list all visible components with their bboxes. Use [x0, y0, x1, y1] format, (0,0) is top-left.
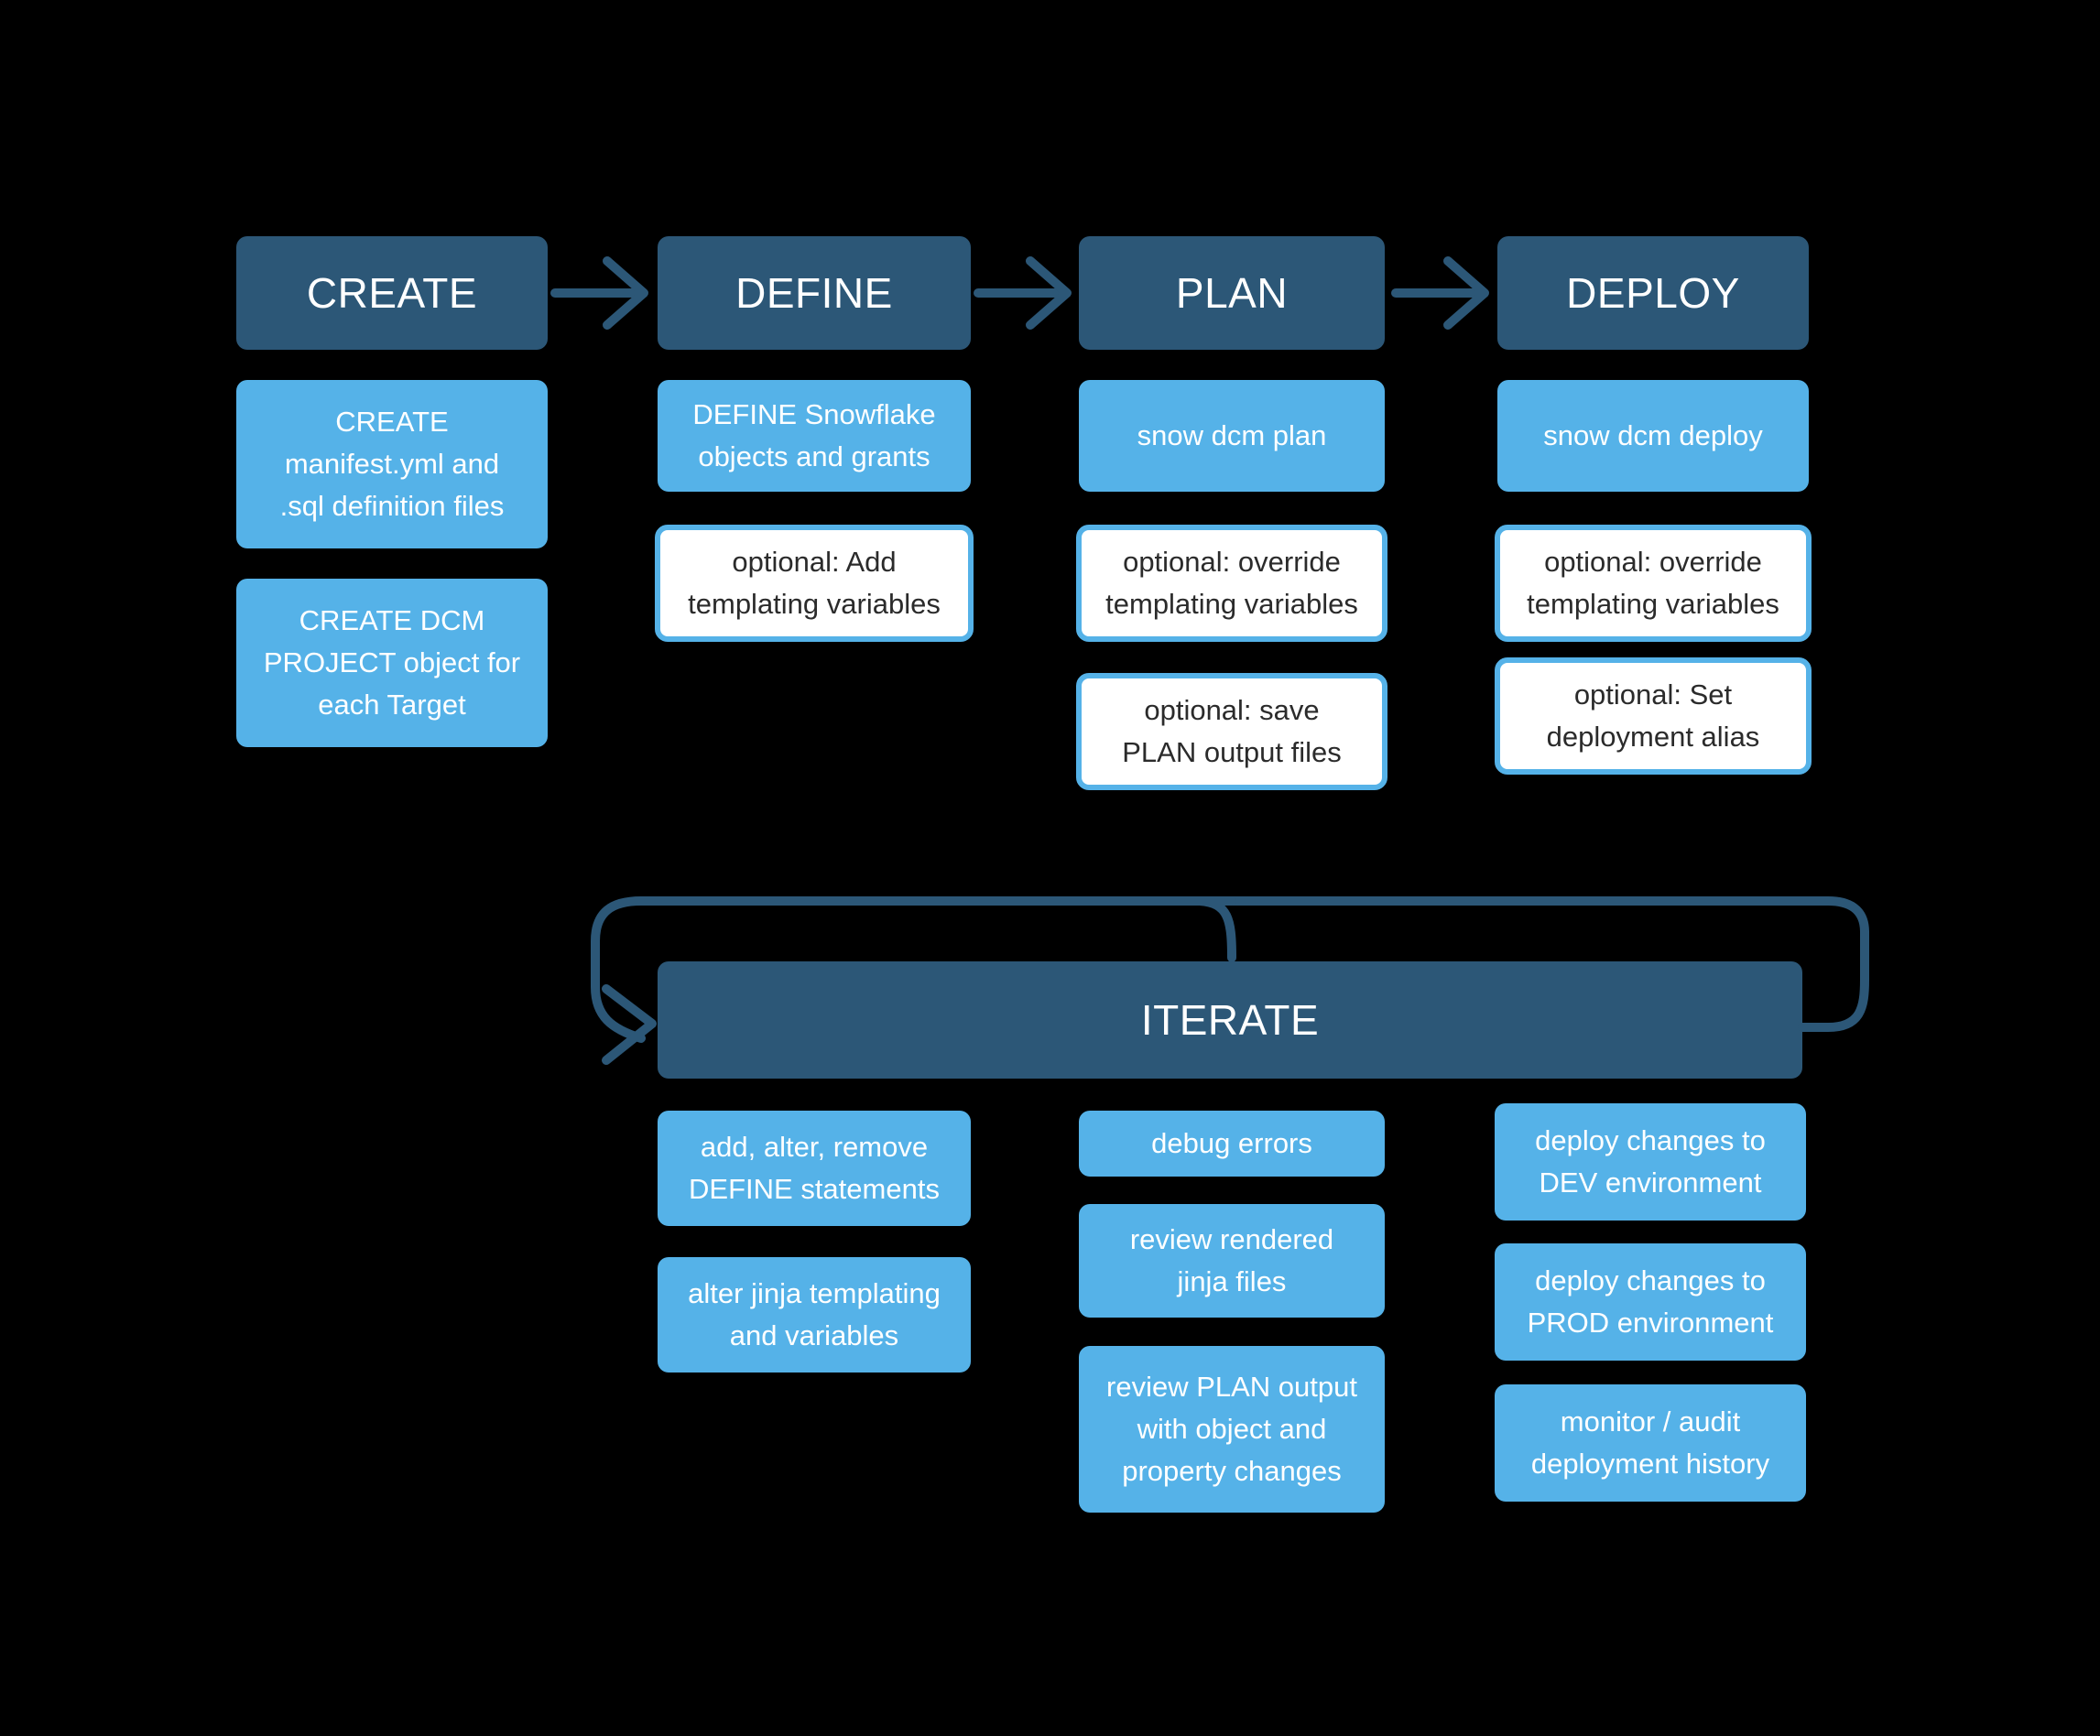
iterate-col-3-item-2[interactable]: monitor / audit deployment history: [1495, 1384, 1806, 1502]
stage-header-define-label: DEFINE: [735, 269, 893, 317]
stage-header-iterate-label: ITERATE: [1140, 996, 1320, 1044]
stage-item-define-0[interactable]: DEFINE Snowflake objects and grants: [658, 380, 971, 492]
stage-item-define-1-label: optional: Add templating variables: [688, 546, 941, 620]
iterate-col-3-item-0[interactable]: deploy changes to DEV environment: [1495, 1103, 1806, 1221]
stage-header-define[interactable]: DEFINE: [658, 236, 971, 350]
iterate-col-2-item-0-label: debug errors: [1151, 1127, 1312, 1160]
arrow-create-to-define: [550, 256, 648, 330]
stage-header-create-label: CREATE: [306, 269, 478, 317]
stage-item-plan-2-label: optional: save PLAN output files: [1122, 694, 1342, 768]
stage-item-create-1-label: CREATE DCM PROJECT object for each Targe…: [263, 604, 521, 721]
stage-header-iterate[interactable]: ITERATE: [658, 961, 1802, 1079]
iterate-col-1-item-0[interactable]: add, alter, remove DEFINE statements: [658, 1111, 971, 1226]
iterate-col-1-item-1-label: alter jinja templating and variables: [688, 1277, 941, 1351]
stage-header-plan[interactable]: PLAN: [1079, 236, 1385, 350]
iterate-col-2-item-2[interactable]: review PLAN output with object and prope…: [1079, 1346, 1385, 1513]
stage-item-deploy-1-label: optional: override templating variables: [1527, 546, 1779, 620]
iterate-col-2-item-2-label: review PLAN output with object and prope…: [1106, 1371, 1357, 1487]
stage-item-define-0-label: DEFINE Snowflake objects and grants: [692, 398, 936, 472]
iterate-col-2-item-1-label: review rendered jinja files: [1129, 1223, 1334, 1297]
iterate-col-3-item-1[interactable]: deploy changes to PROD environment: [1495, 1243, 1806, 1361]
arrow-iterate-loop-drop: [1195, 896, 1236, 962]
stage-item-plan-0-label: snow dcm plan: [1137, 419, 1327, 452]
stage-item-plan-0[interactable]: snow dcm plan: [1079, 380, 1385, 492]
stage-item-plan-1-label: optional: override templating variables: [1105, 546, 1358, 620]
iterate-col-2-item-0[interactable]: debug errors: [1079, 1111, 1385, 1177]
iterate-col-1-item-0-label: add, alter, remove DEFINE statements: [689, 1131, 940, 1205]
stage-item-deploy-2[interactable]: optional: Set deployment alias: [1495, 657, 1812, 775]
iterate-col-3-item-1-label: deploy changes to PROD environment: [1527, 1264, 1774, 1339]
stage-item-deploy-0[interactable]: snow dcm deploy: [1497, 380, 1809, 492]
iterate-col-2-item-1[interactable]: review rendered jinja files: [1079, 1204, 1385, 1318]
stage-item-deploy-2-label: optional: Set deployment alias: [1546, 678, 1760, 753]
stage-item-deploy-0-label: snow dcm deploy: [1543, 419, 1763, 452]
arrow-plan-to-deploy: [1391, 256, 1489, 330]
iterate-col-3-item-2-label: monitor / audit deployment history: [1530, 1405, 1770, 1480]
iterate-col-1-item-1[interactable]: alter jinja templating and variables: [658, 1257, 971, 1373]
stage-item-deploy-1[interactable]: optional: override templating variables: [1495, 525, 1812, 642]
stage-item-create-1[interactable]: CREATE DCM PROJECT object for each Targe…: [236, 579, 548, 747]
stage-item-define-1[interactable]: optional: Add templating variables: [655, 525, 974, 642]
stage-item-plan-2[interactable]: optional: save PLAN output files: [1076, 673, 1387, 790]
stage-item-plan-1[interactable]: optional: override templating variables: [1076, 525, 1387, 642]
iterate-col-3-item-0-label: deploy changes to DEV environment: [1535, 1124, 1766, 1199]
stage-header-create[interactable]: CREATE: [236, 236, 548, 350]
arrow-define-to-plan: [974, 256, 1072, 330]
stage-header-deploy[interactable]: DEPLOY: [1497, 236, 1809, 350]
stage-header-deploy-label: DEPLOY: [1566, 269, 1740, 317]
stage-item-create-0-label: CREATE manifest.yml and .sql definition …: [279, 406, 505, 522]
stage-header-plan-label: PLAN: [1175, 269, 1289, 317]
stage-item-create-0[interactable]: CREATE manifest.yml and .sql definition …: [236, 380, 548, 548]
